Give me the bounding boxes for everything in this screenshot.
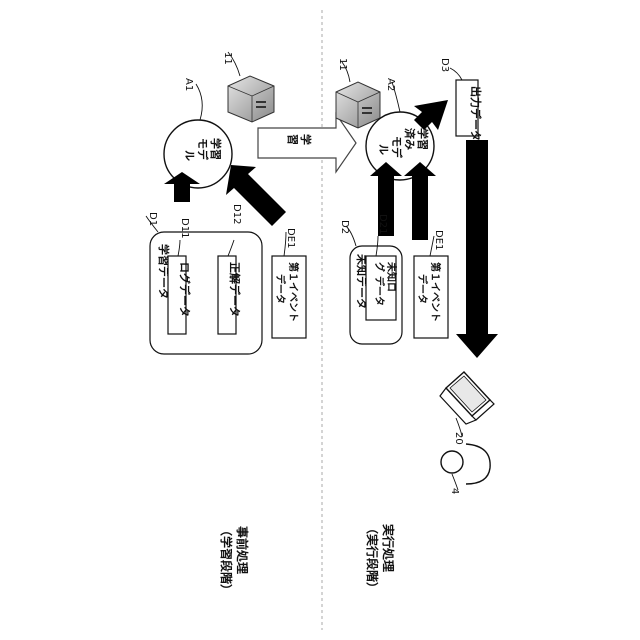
server-ref: 11 bbox=[222, 52, 233, 65]
user-icon bbox=[441, 444, 490, 484]
correct-data-label: 正解データ bbox=[228, 262, 242, 317]
log-data-label: ログデータ bbox=[178, 262, 192, 317]
trained-model-label-3: モデ bbox=[390, 136, 404, 159]
trained-model-label-4: ル bbox=[377, 144, 390, 155]
learning-model-label-1: 学習 bbox=[209, 138, 223, 160]
terminal-ref: 20 bbox=[453, 432, 464, 445]
server-icon bbox=[336, 82, 380, 128]
event-data-label-execution-2: データ bbox=[416, 274, 429, 304]
event-data-label-learning-2: データ bbox=[274, 274, 287, 304]
user-ref: 4 bbox=[449, 488, 460, 494]
trained-model-ref: A2 bbox=[385, 78, 396, 91]
learning-model-ref: A1 bbox=[183, 78, 194, 91]
transfer-label-1: 学 bbox=[299, 134, 313, 145]
arrow-event-to-trained-model bbox=[404, 162, 436, 240]
event-data-label-learning-1: 第１イベント bbox=[287, 262, 300, 322]
learning-phase-subtitle: （学習段階） bbox=[219, 524, 234, 596]
unknown-log-label-1: 未知ロ bbox=[385, 261, 398, 292]
unknown-log-label-3: データ bbox=[373, 276, 386, 306]
event-data-ref-execution: DE1 bbox=[433, 230, 444, 250]
transfer-label-2: 習 bbox=[286, 134, 299, 145]
learning-data-ref: D1 bbox=[147, 212, 158, 226]
output-data-ref: D3 bbox=[439, 58, 450, 72]
trained-model-label-2: 済み bbox=[403, 128, 417, 150]
trained-model-label-1: 学習 bbox=[416, 128, 430, 150]
learning-model-label-3: ル bbox=[183, 150, 196, 161]
unknown-log-ref: D21 bbox=[377, 214, 388, 234]
unknown-log-label-2: グ bbox=[373, 262, 386, 272]
unknown-data-ref: D2 bbox=[339, 220, 350, 234]
output-data-label: 出力データ bbox=[469, 86, 483, 141]
execution-phase-subtitle: （実行段階） bbox=[365, 522, 380, 594]
arrow-output-to-terminal bbox=[456, 140, 498, 358]
learning-phase-title: 事前処理 bbox=[235, 526, 250, 574]
server-ref-execution: 11 bbox=[337, 58, 348, 71]
server-icon bbox=[228, 76, 274, 122]
event-data-ref-learning: DE1 bbox=[285, 228, 296, 248]
laptop-icon bbox=[440, 372, 494, 424]
execution-phase-title: 実行処理 bbox=[381, 524, 396, 572]
event-data-label-execution-1: 第１イベント bbox=[429, 262, 442, 322]
learning-model-label-2: モデ bbox=[196, 138, 210, 161]
correct-data-ref: D12 bbox=[231, 204, 242, 224]
log-data-ref: D11 bbox=[179, 218, 190, 238]
